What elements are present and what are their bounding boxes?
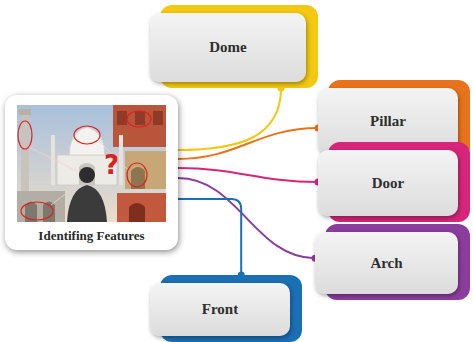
box-face: Front — [150, 283, 290, 336]
box-text-group: Dome — [209, 39, 247, 56]
connector-line — [178, 199, 241, 275]
box-text-group: Arch — [370, 255, 402, 272]
question-mark: ? — [104, 152, 119, 178]
feature-box: Door — [318, 142, 470, 222]
box-label: Pillar — [370, 113, 406, 130]
box-face: Arch — [315, 232, 458, 294]
picture-caption: Identifing Features — [5, 228, 178, 244]
picture-box: Identifing Features — [5, 95, 178, 250]
landmark-collage — [17, 105, 166, 222]
feature-box: Dome — [150, 5, 318, 88]
box-label: Front — [202, 301, 238, 318]
box-label: Door — [372, 175, 405, 192]
box-face: Door — [318, 150, 458, 216]
connector-line — [178, 178, 315, 258]
connector-line — [178, 168, 318, 182]
feature-box: Front — [150, 275, 302, 342]
box-label: Dome — [209, 39, 247, 56]
connector-line — [178, 128, 318, 159]
feature-box: Arch — [315, 224, 470, 300]
box-text-group: Pillar — [370, 113, 406, 130]
box-label: Arch — [370, 255, 402, 272]
box-text-group: Front — [202, 301, 238, 318]
box-text-group: Door — [372, 175, 405, 192]
connector-line — [178, 88, 281, 150]
box-face: Dome — [150, 13, 306, 82]
